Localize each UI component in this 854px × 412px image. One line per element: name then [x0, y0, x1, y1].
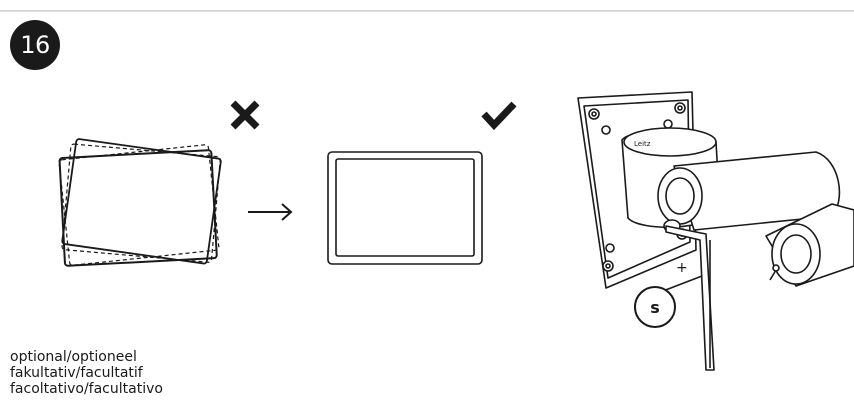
step-number-badge: 16: [10, 20, 60, 70]
step-number: 16: [20, 31, 50, 59]
close-x-icon: [230, 100, 260, 130]
level-monitor-illustration: [327, 151, 483, 265]
callout-s-label: s: [650, 297, 660, 317]
right-arrow-icon: [248, 203, 293, 221]
note-line-1: optional/optioneel: [10, 349, 137, 365]
optional-note: optional/optioneel fakultativ/facultatif…: [10, 349, 163, 397]
svg-text:Leitz: Leitz: [634, 140, 651, 148]
note-line-2: fakultativ/facultatif: [10, 365, 143, 381]
tilted-monitor-illustration: [58, 138, 222, 267]
svg-text:+: +: [676, 260, 688, 276]
top-divider: [0, 10, 854, 12]
note-line-3: facoltativo/facultativo: [10, 381, 163, 397]
callout-s-badge: s: [634, 286, 676, 328]
checkmark-icon: [481, 101, 517, 131]
monitor-arm-mount-illustration: Leitz +: [577, 91, 854, 371]
